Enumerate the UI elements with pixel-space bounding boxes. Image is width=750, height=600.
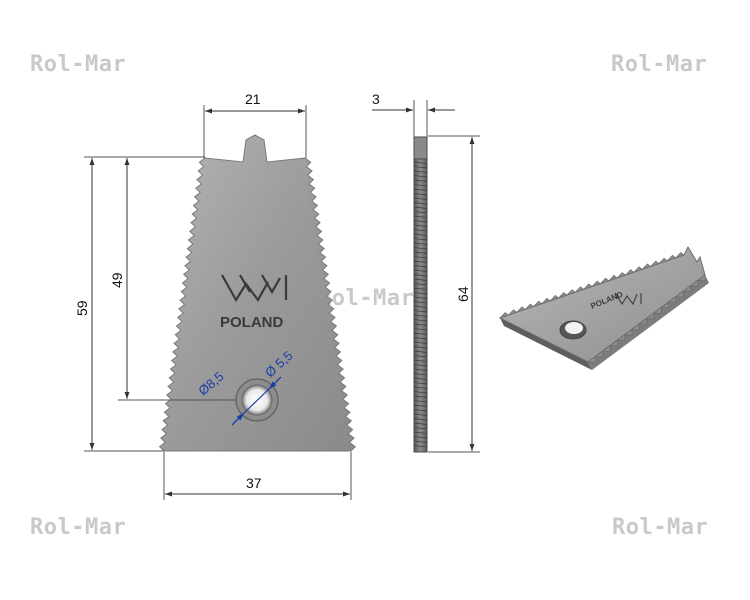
blade-front-shape	[158, 134, 357, 452]
isometric-view: POLAND	[498, 245, 709, 370]
side-serration-lines	[413, 161, 428, 448]
dim-height-total	[84, 156, 205, 452]
dim-height-total-label: 59	[74, 300, 90, 316]
dim-bottom-width	[163, 452, 352, 500]
dim-thickness-label: 3	[372, 91, 380, 107]
iso-brand-logo-icon	[614, 292, 642, 306]
brand-text: POLAND	[220, 314, 284, 331]
front-view: POLAND Ø8,5 Ø 5,5 21 37 59	[74, 91, 357, 500]
watermark-bottom-right: Rol-Mar	[612, 515, 709, 540]
dim-length	[428, 135, 480, 453]
iso-serration-teeth	[499, 252, 706, 363]
dim-bottom-width-label: 37	[246, 475, 262, 491]
brand-logo-icon	[221, 274, 288, 303]
watermark-center: Rol-Mar	[318, 286, 415, 311]
side-view: 3 64	[372, 91, 480, 453]
dim-thickness	[372, 100, 455, 137]
dim-length-label: 64	[455, 286, 471, 302]
watermark-bottom-left: Rol-Mar	[30, 515, 127, 540]
blade-side-shape	[413, 136, 428, 453]
dim-height-hole	[118, 158, 236, 401]
dim-top-width	[203, 105, 307, 158]
dim-top-width-label: 21	[245, 91, 261, 107]
dim-height-hole-label: 49	[109, 272, 125, 288]
watermark-top-right: Rol-Mar	[611, 52, 708, 77]
watermark-top-left: Rol-Mar	[30, 52, 127, 77]
